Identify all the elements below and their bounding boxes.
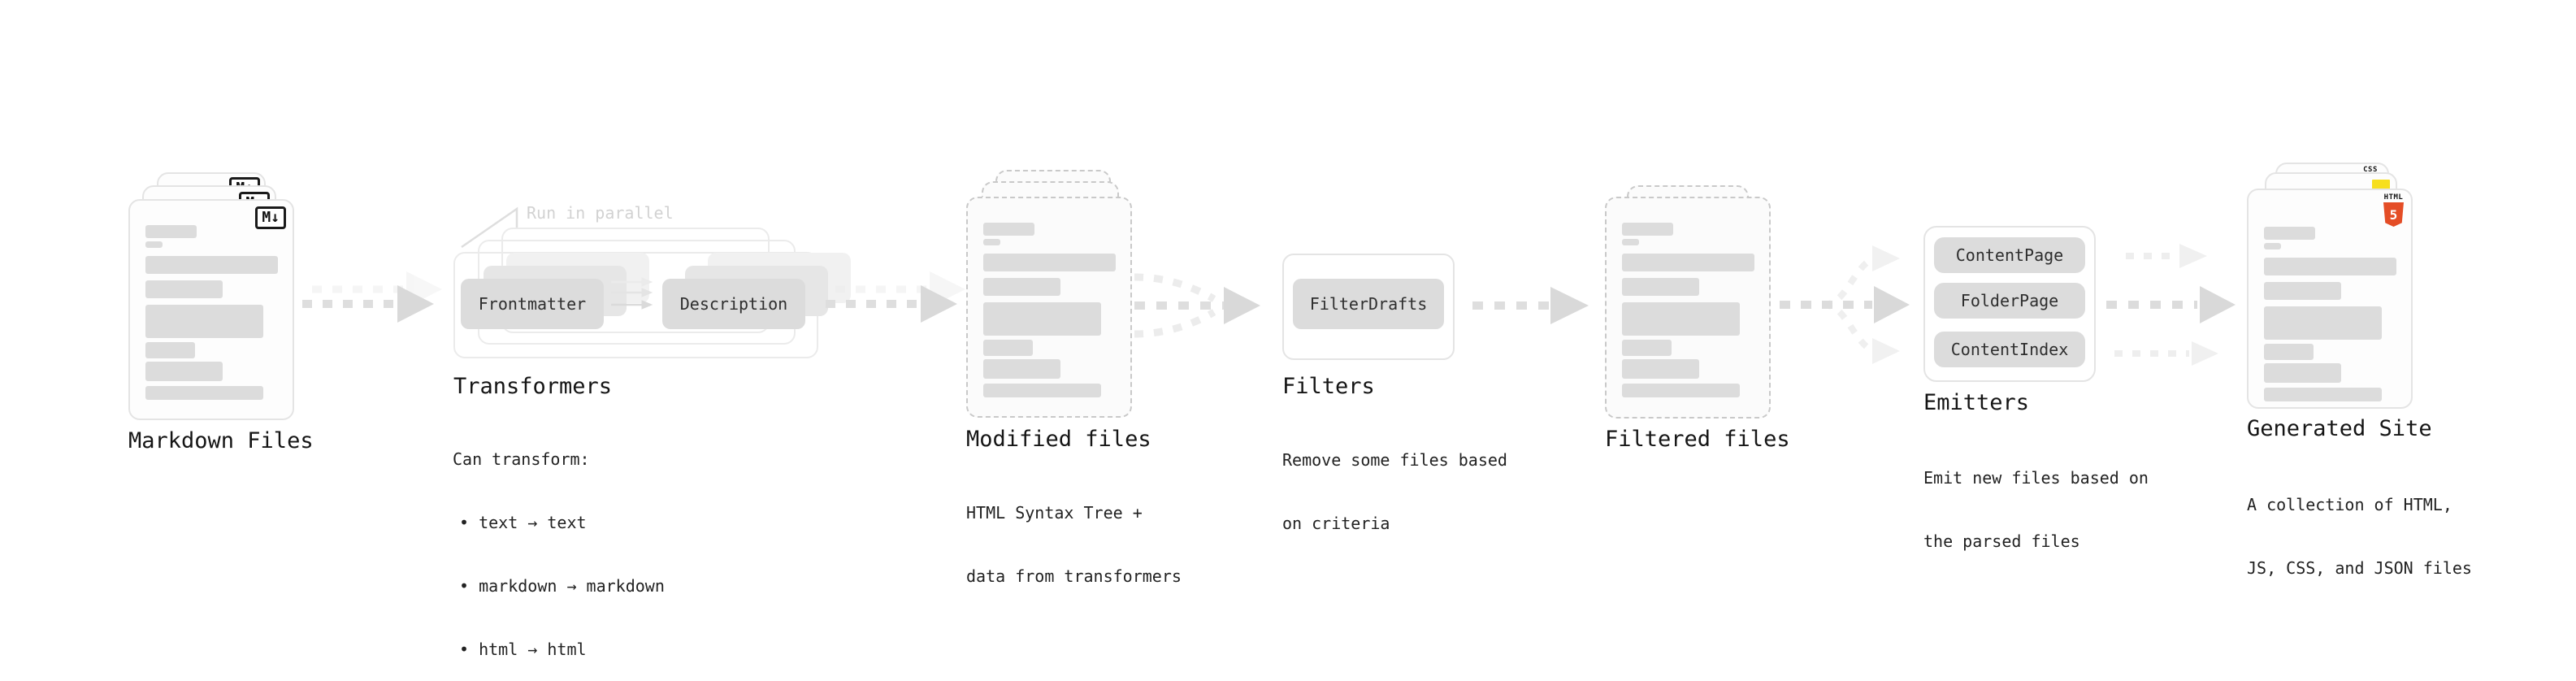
stage-label-transformers: Transformers xyxy=(453,374,613,399)
description-line: HTML Syntax Tree + xyxy=(966,503,1143,523)
flow-arrow-split-to-emitters xyxy=(1780,245,1910,364)
markdown-file-card: M↓ xyxy=(128,199,294,420)
emitters-description: Emit new files based on the parsed files xyxy=(1923,425,2149,573)
chip-to-chip-arrows xyxy=(611,277,653,310)
generated-file-card-html: HTML 5 xyxy=(2247,189,2413,409)
description-line: Remove some files based xyxy=(1282,450,1507,470)
transformer-chip-frontmatter: Frontmatter xyxy=(461,279,604,329)
emitter-chip-contentpage: ContentPage xyxy=(1934,237,2085,273)
transformers-description: Can transform: text → text markdown → ma… xyxy=(453,406,665,681)
modified-files-description: HTML Syntax Tree + data from transformer… xyxy=(966,460,1182,608)
emitter-chip-contentindex: ContentIndex xyxy=(1934,332,2085,367)
file-content-placeholder xyxy=(130,201,293,400)
markdown-icon: M↓ xyxy=(255,206,286,229)
generated-site-description: A collection of HTML, JS, CSS, and JSON … xyxy=(2247,452,2472,600)
file-content-placeholder xyxy=(2249,190,2411,401)
stage-label-filtered-files: Filtered files xyxy=(1605,427,1790,452)
description-line: the parsed files xyxy=(1923,531,2080,551)
stage-label-generated-site: Generated Site xyxy=(2247,416,2432,441)
flow-arrow-transformers-to-modified xyxy=(826,271,965,323)
can-transform-title: Can transform: xyxy=(453,449,590,469)
description-line: data from transformers xyxy=(966,566,1182,586)
file-content-placeholder xyxy=(1607,198,1769,397)
stage-label-filters: Filters xyxy=(1282,374,1375,399)
transform-bullet: markdown → markdown xyxy=(453,575,665,596)
stage-label-markdown-files: Markdown Files xyxy=(128,428,314,453)
flow-arrows-emitters-to-generated xyxy=(2106,244,2236,366)
file-content-placeholder xyxy=(968,198,1130,397)
run-in-parallel-note: Run in parallel xyxy=(527,203,674,223)
transform-bullet: html → html xyxy=(453,639,665,660)
filters-description: Remove some files based on criteria xyxy=(1282,407,1507,555)
note-leader-line xyxy=(461,206,518,249)
filter-chip-filterdrafts: FilterDrafts xyxy=(1293,279,1444,329)
description-line: A collection of HTML, xyxy=(2247,495,2452,514)
modified-file-card xyxy=(966,197,1132,418)
js-icon xyxy=(2372,180,2390,190)
html5-icon: HTML 5 xyxy=(2383,193,2405,227)
stage-label-emitters: Emitters xyxy=(1923,390,2030,415)
transform-bullet: text → text xyxy=(453,512,665,533)
transformer-chip-description: Description xyxy=(662,279,805,329)
flow-arrow-markdown-to-transformers xyxy=(302,271,442,323)
stage-label-modified-files: Modified files xyxy=(966,427,1151,452)
emitter-chip-folderpage: FolderPage xyxy=(1934,283,2085,319)
filtered-file-card xyxy=(1605,197,1771,419)
description-line: JS, CSS, and JSON files xyxy=(2247,558,2472,578)
flow-arrow-merge-to-filters xyxy=(1134,273,1260,338)
flow-arrow-filters-to-filtered xyxy=(1472,287,1589,324)
description-line: on criteria xyxy=(1282,514,1390,533)
description-line: Emit new files based on xyxy=(1923,468,2149,488)
